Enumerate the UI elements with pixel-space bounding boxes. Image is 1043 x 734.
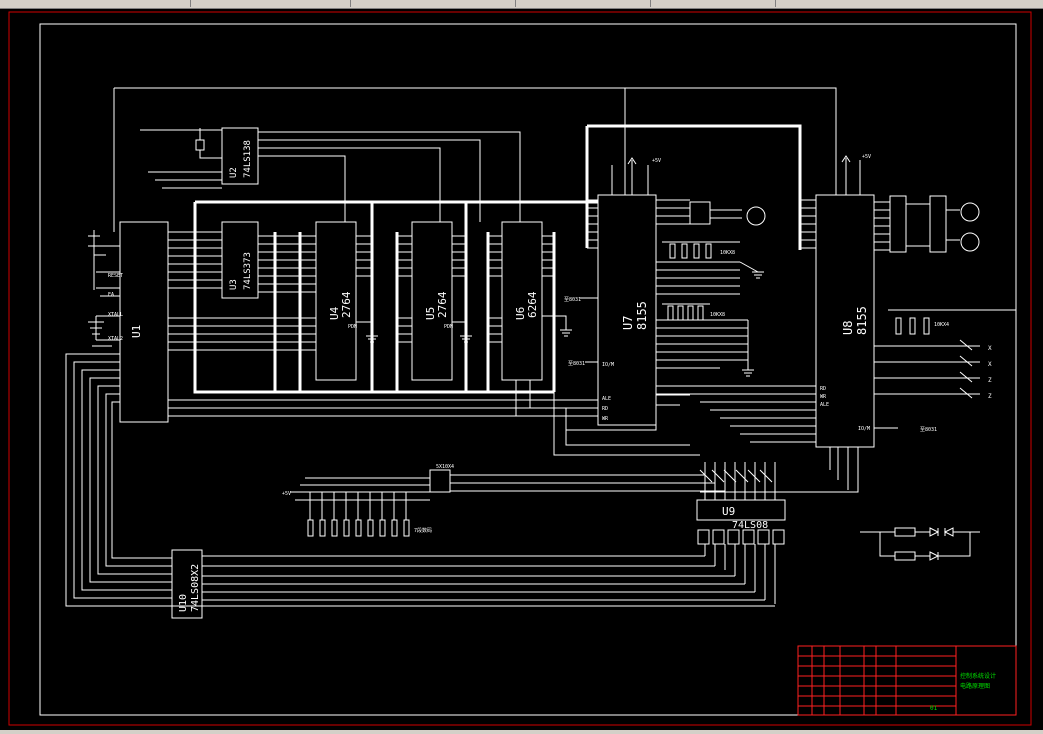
u1-pin-xtal2: XTAL2	[108, 336, 123, 342]
u8-pin-ale: ALE	[820, 402, 829, 408]
schematic-drawing: U1 RESET EA XTALL XTAL2 U2 74LS138 U3 74…	[8, 11, 1032, 726]
u8-pin-wr: WR	[820, 394, 827, 400]
title-block-grid	[797, 645, 1017, 716]
u2-part: 74LS138	[243, 140, 253, 178]
to8031-label-b: 至8031	[568, 361, 585, 367]
sheet-number: 01	[930, 705, 938, 712]
toolbar-field-2[interactable]	[195, 0, 351, 7]
outer-frame	[8, 11, 1032, 726]
u8-ref: U8	[841, 321, 855, 335]
vcc-label-u7: +5V	[652, 158, 661, 164]
u5-ref: U5	[424, 307, 437, 320]
axis-x2: X	[988, 361, 992, 368]
rpack-label-3: 10KX4	[934, 322, 949, 328]
axis-z2: Z	[988, 393, 992, 400]
drawing-canvas[interactable]: U1 RESET EA XTALL XTAL2 U2 74LS138 U3 74…	[0, 8, 1043, 730]
u9-chip	[696, 499, 786, 521]
inner-frame	[39, 23, 1017, 716]
u5-chip	[411, 221, 453, 381]
rpack-label-2: 10KX8	[710, 312, 725, 318]
u1-ref: U1	[130, 325, 143, 338]
status-bar	[0, 730, 1043, 734]
toolbar-strip	[0, 0, 1043, 9]
u6-ref: U6	[514, 307, 527, 320]
vcc-label-bottom: +5V	[282, 491, 291, 497]
u2-ref: U2	[229, 167, 239, 178]
u4-part: 2764	[340, 291, 353, 318]
u1-pin-xtall: XTALL	[108, 312, 123, 318]
pdn-label-u5: PDN	[444, 324, 453, 330]
u10-ref: U10	[178, 594, 189, 612]
address-bus-left	[193, 202, 554, 394]
u7-chip	[597, 194, 657, 426]
u7-ref: U7	[621, 316, 635, 330]
u6-part: 6264	[526, 291, 539, 318]
u8-pin-iom: IO/M	[858, 426, 870, 432]
u7-pin-ale: ALE	[602, 396, 611, 402]
u1-pin-ea: EA	[108, 292, 114, 298]
u5-part: 2764	[436, 291, 449, 318]
axis-z1: Z	[988, 377, 992, 384]
u1-chip	[119, 221, 169, 423]
led-pack-label: 5X10X4	[436, 464, 454, 470]
u7-pin-wr: WR	[602, 416, 609, 422]
title-line-2: 电路原理图	[960, 682, 990, 690]
u4-ref: U4	[328, 306, 341, 320]
u10-part: 74LS08X2	[190, 564, 201, 612]
pdn-label-u4: PDN	[348, 324, 357, 330]
u9-ref: U9	[722, 505, 735, 518]
u8-pin-rd: RD	[820, 386, 826, 392]
u4-chip	[315, 221, 357, 381]
to8031-label-a: 至8031	[564, 297, 581, 303]
u3-part: 74LS373	[243, 252, 253, 290]
u1-pin-reset: RESET	[108, 273, 123, 279]
toolbar-field-5[interactable]	[655, 0, 776, 7]
u6-chip	[501, 221, 543, 381]
to8031-label-c: 至8031	[920, 427, 937, 433]
u7-pin-rd: RD	[602, 406, 608, 412]
u3-ref: U3	[229, 279, 239, 290]
toolbar-field-1[interactable]	[0, 0, 191, 7]
toolbar-field-4[interactable]	[520, 0, 651, 7]
u8-chip	[815, 194, 875, 448]
toolbar-field-3[interactable]	[355, 0, 516, 7]
axis-x1: X	[988, 345, 992, 352]
title-line-1: 控制系统设计	[960, 672, 996, 680]
u7-pin-iom: IO/M	[602, 362, 614, 368]
u7-part: 8155	[635, 301, 649, 330]
leds-label: 7段数码	[414, 527, 432, 534]
u8-part: 8155	[855, 306, 869, 335]
u9-part: 74LS08	[732, 520, 768, 531]
rpack-label-1: 10KX8	[720, 250, 735, 256]
vcc-label-u8: +5V	[862, 154, 871, 160]
